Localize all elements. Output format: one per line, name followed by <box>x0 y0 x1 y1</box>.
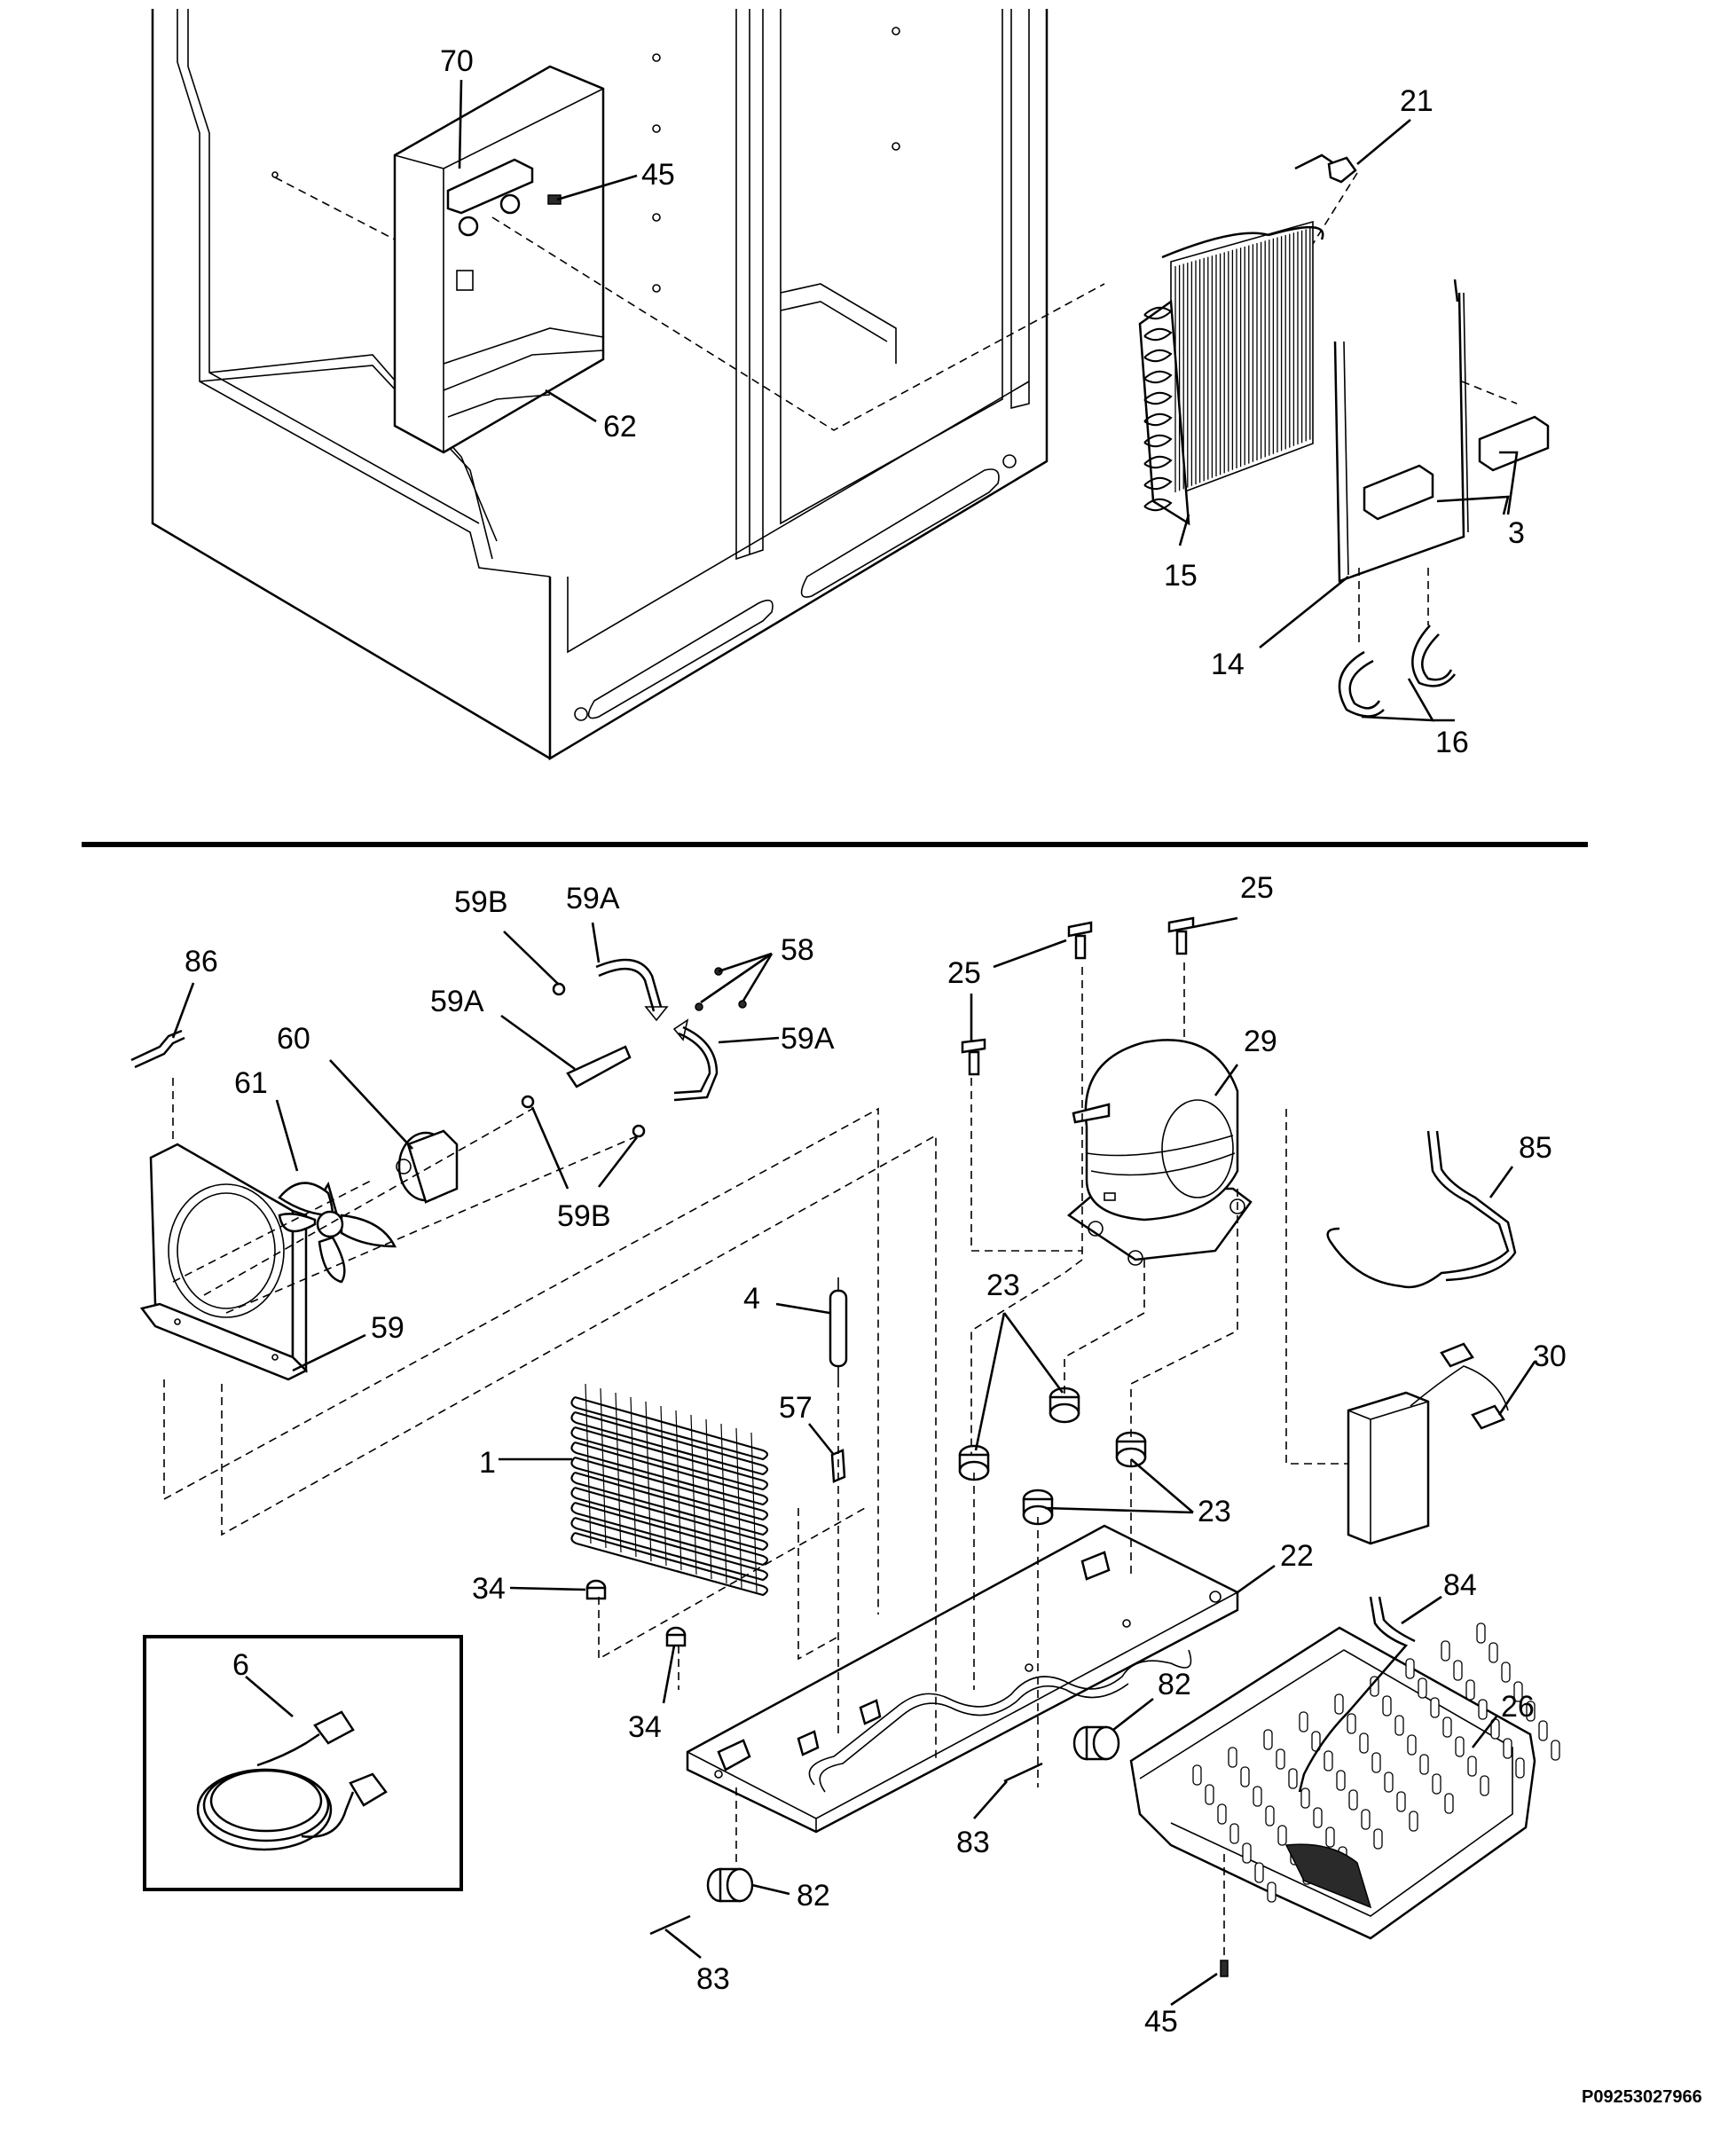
label-21: 21 <box>1400 84 1434 118</box>
bottom-guide-lines <box>163 962 1348 1956</box>
part-82-feet <box>706 1725 1120 1903</box>
label-70: 70 <box>440 44 474 78</box>
label-15: 15 <box>1164 559 1198 593</box>
part-86-clip <box>130 1029 185 1140</box>
label-29: 29 <box>1244 1025 1277 1058</box>
diagram-code: P09253027966 <box>1582 2087 1702 2107</box>
label-3: 3 <box>1508 516 1525 550</box>
label-85: 85 <box>1519 1131 1552 1165</box>
cabinet-outline <box>151 9 1049 761</box>
label-60: 60 <box>277 1022 310 1056</box>
part-83-screws <box>649 1762 1043 1936</box>
label-4: 4 <box>743 1282 760 1316</box>
label-82-right: 82 <box>1158 1668 1191 1701</box>
part-3-pads <box>1363 415 1550 521</box>
part-26-drain-pan <box>1129 1596 1560 1940</box>
label-22: 22 <box>1280 1539 1314 1573</box>
part-60-fan-motor <box>396 1129 459 1204</box>
label-6: 6 <box>232 1648 249 1682</box>
label-59B-top: 59B <box>454 885 508 919</box>
label-59A-right: 59A <box>781 1022 835 1056</box>
part-62-liner-tray <box>393 65 605 454</box>
label-59: 59 <box>371 1311 405 1345</box>
part-59A-tubes <box>521 958 747 1138</box>
part-15-condenser <box>1138 220 1324 526</box>
label-1: 1 <box>479 1446 496 1480</box>
part-70-bracket <box>446 158 562 237</box>
part-22-base-plate <box>686 1524 1239 1834</box>
label-14: 14 <box>1211 648 1245 681</box>
leader-lines <box>171 79 1536 2007</box>
part-14-tube-bracket <box>1333 279 1469 583</box>
label-61: 61 <box>234 1066 268 1100</box>
part-4-drier <box>829 1277 848 1379</box>
part-1-coil <box>570 1383 769 1597</box>
label-59A-mid: 59A <box>430 985 484 1018</box>
label-25-left: 25 <box>947 956 981 990</box>
part-25-bolts <box>961 916 1195 1076</box>
label-34-bottom: 34 <box>628 1710 662 1744</box>
label-59A-top: 59A <box>566 882 620 915</box>
part-85-tube <box>1326 1130 1517 1289</box>
part-16-clips <box>1338 625 1456 718</box>
label-45-bottom: 45 <box>1144 2005 1178 2039</box>
label-58: 58 <box>781 933 814 967</box>
label-26: 26 <box>1501 1690 1535 1724</box>
part-29-compressor <box>1066 1039 1253 1266</box>
part-45-screw <box>1220 1960 1229 1977</box>
label-83-left: 83 <box>696 1962 730 1996</box>
part-6-power-cord-inset <box>143 1635 463 1891</box>
label-84: 84 <box>1443 1568 1477 1602</box>
label-86: 86 <box>185 945 218 978</box>
label-59B-bottom: 59B <box>557 1199 611 1233</box>
label-82-left: 82 <box>797 1879 830 1913</box>
part-59-fan-shroud <box>139 1143 309 1381</box>
top-guide-lines <box>274 172 1518 648</box>
label-57: 57 <box>779 1391 813 1425</box>
label-83-right: 83 <box>956 1826 990 1859</box>
label-23-bottom: 23 <box>1198 1495 1231 1528</box>
label-34-left: 34 <box>472 1572 506 1606</box>
part-23-grommets <box>958 1387 1147 1526</box>
label-45-top: 45 <box>641 158 675 192</box>
label-16: 16 <box>1435 726 1469 759</box>
label-25-right: 25 <box>1240 871 1274 905</box>
label-62: 62 <box>603 410 637 444</box>
label-23-top: 23 <box>986 1269 1020 1302</box>
label-30: 30 <box>1533 1339 1567 1373</box>
part-21-valve <box>1294 153 1357 184</box>
part-34-grommets <box>585 1579 687 1647</box>
part-30-relay <box>1347 1342 1509 1545</box>
callout-labels: 70 45 62 21 15 3 14 16 86 59B 59A 58 59A… <box>185 44 1702 2107</box>
